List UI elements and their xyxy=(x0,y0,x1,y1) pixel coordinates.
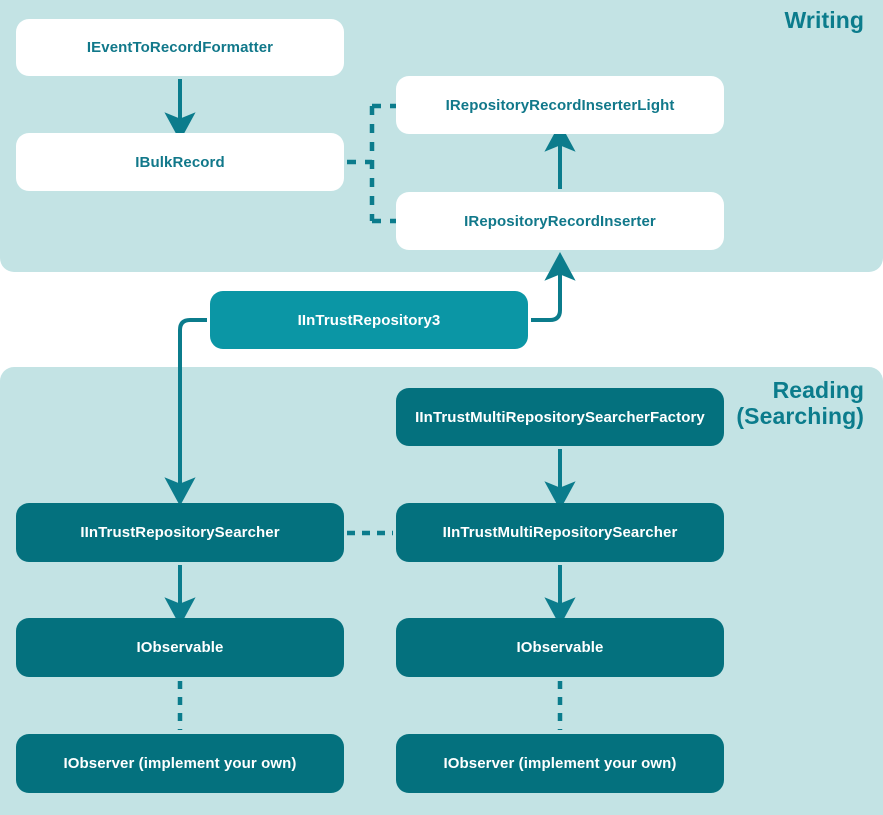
node-iintrustmultirepositorysearcher[interactable]: IInTrustMultiRepositorySearcher xyxy=(396,503,724,562)
node-ieventtorecordformatter[interactable]: IEventToRecordFormatter xyxy=(16,19,344,76)
node-iobservable-left[interactable]: IObservable xyxy=(16,618,344,677)
reading-band-label: Reading (Searching) xyxy=(736,377,864,430)
reading-band-label-line1: Reading xyxy=(772,377,864,403)
node-iintrustrepositorysearcher[interactable]: IInTrustRepositorySearcher xyxy=(16,503,344,562)
writing-band-label: Writing xyxy=(784,7,864,34)
node-irepositoryrecordinserter[interactable]: IRepositoryRecordInserter xyxy=(396,192,724,250)
node-ibulkrecord[interactable]: IBulkRecord xyxy=(16,133,344,191)
node-iintrustmultirepositorysearcherfactory[interactable]: IInTrustMultiRepositorySearcherFactory xyxy=(396,388,724,446)
edge-repository3-to-inserter xyxy=(531,252,576,322)
node-iobserver-right[interactable]: IObserver (implement your own) xyxy=(396,734,724,793)
node-irepositoryrecordinserterlight[interactable]: IRepositoryRecordInserterLight xyxy=(396,76,724,134)
node-iobservable-right[interactable]: IObservable xyxy=(396,618,724,677)
node-iintrustrepository3[interactable]: IInTrustRepository3 xyxy=(210,291,528,349)
node-iobserver-left[interactable]: IObserver (implement your own) xyxy=(16,734,344,793)
reading-band-label-line2: (Searching) xyxy=(736,402,864,429)
writing-band-label-text: Writing xyxy=(784,7,864,33)
